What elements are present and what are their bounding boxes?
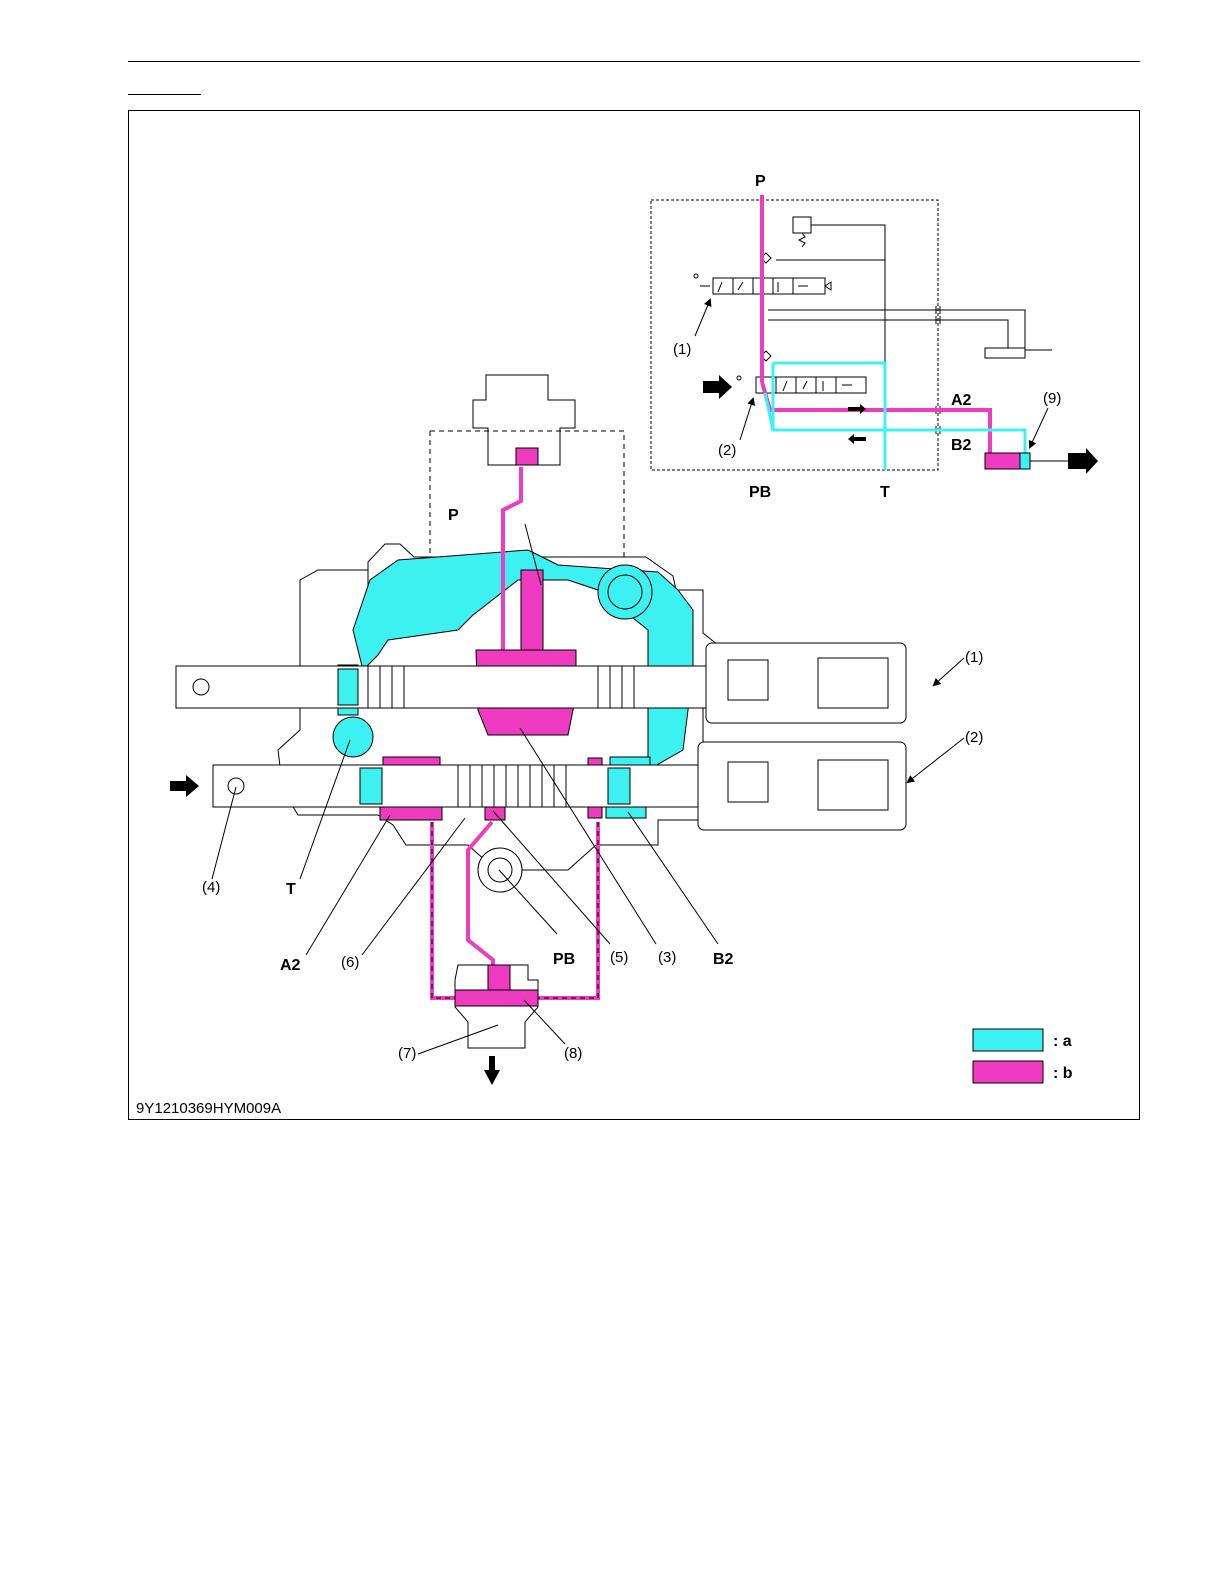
legend-label-a: : a — [1053, 1033, 1072, 1050]
body-label-a2: A2 — [280, 957, 301, 974]
legend-swatch-a — [973, 1029, 1043, 1051]
schematic-label-2: (2) — [718, 442, 736, 459]
body-label-6: (6) — [341, 954, 359, 971]
hydraulic-diagram: P PB T A2 B2 (1) (2) (9) — [128, 110, 1140, 1120]
schematic-label-9: (9) — [1043, 390, 1061, 407]
body-label-pb: PB — [553, 951, 575, 968]
schematic-label-b2: B2 — [951, 437, 972, 454]
body-label-b2: B2 — [713, 951, 734, 968]
input-arrow-icon — [170, 775, 199, 797]
schematic-label-a2: A2 — [951, 392, 972, 409]
body-label-7: (7) — [398, 1045, 416, 1062]
schematic-label-pb: PB — [749, 484, 771, 501]
spool-2 — [213, 765, 698, 807]
flow-arrow-icon — [848, 434, 866, 444]
body-label-2: (2) — [965, 729, 983, 746]
body-label-t: T — [286, 881, 296, 898]
hydraulic-schematic: P PB T A2 B2 (1) (2) (9) — [651, 173, 1098, 501]
cylinder-9-symbol — [985, 453, 1068, 469]
flow-arrow-icon — [848, 404, 866, 414]
valve-body-section: P T A2 B2 PB (1) (2) (3) (4) (5) (6) (7)… — [170, 375, 983, 1085]
body-label-5: (5) — [610, 949, 628, 966]
schematic-label-1: (1) — [673, 341, 691, 358]
schematic-label-p: P — [755, 173, 766, 190]
down-arrow-icon — [484, 1056, 500, 1085]
input-arrow-icon — [703, 375, 732, 399]
body-label-1: (1) — [965, 649, 983, 666]
relief-valve-symbol — [793, 217, 885, 320]
legend-swatch-b — [973, 1061, 1043, 1083]
section-rule — [128, 94, 201, 95]
spool-1 — [176, 666, 706, 708]
body-label-3: (3) — [658, 949, 676, 966]
schematic-label-t: T — [880, 484, 890, 501]
header-rule — [128, 61, 1140, 62]
output-arrow-icon — [1068, 448, 1098, 474]
body-label-8: (8) — [564, 1045, 582, 1062]
body-label-4: (4) — [202, 879, 220, 896]
legend: : a : b — [973, 1029, 1073, 1083]
valve-2-symbol — [737, 376, 866, 393]
legend-label-b: : b — [1053, 1065, 1073, 1082]
figure-code: 9Y1210369HYM009A — [136, 1100, 281, 1117]
body-label-p: P — [448, 507, 459, 524]
